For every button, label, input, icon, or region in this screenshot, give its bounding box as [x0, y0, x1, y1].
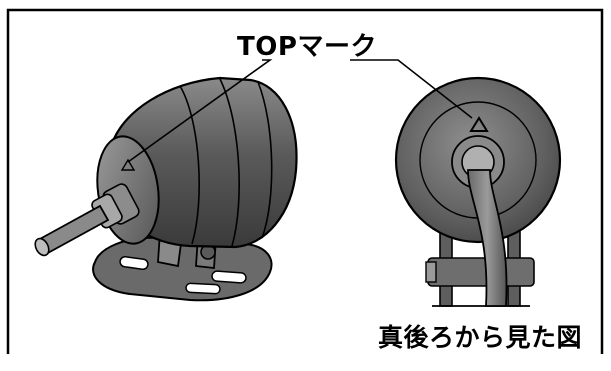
- cable-end: [34, 237, 50, 257]
- rear-view-caption: 真後ろから見た図: [377, 323, 582, 352]
- mount-slot: [185, 282, 221, 295]
- mount-slot: [211, 270, 247, 284]
- mount-slot: [119, 255, 149, 271]
- leader-line-left: [127, 59, 273, 163]
- camera-rear-view: [394, 76, 562, 307]
- body-ridge: [257, 81, 273, 239]
- body-ridge: [179, 85, 200, 245]
- mount-plate: [92, 236, 273, 302]
- body-ridge: [219, 78, 240, 247]
- rear-cable: [467, 169, 508, 307]
- rear-top-mark-triangle: [469, 116, 489, 132]
- rear-crossbar: [427, 257, 535, 287]
- top-mark-label: TOPマーク: [237, 32, 377, 62]
- leader-line-right: [350, 59, 473, 119]
- rear-screw-head: [425, 261, 437, 283]
- camera-side-view: [34, 76, 298, 302]
- top-mark-triangle: [120, 158, 136, 171]
- frame-border: [6, 8, 604, 354]
